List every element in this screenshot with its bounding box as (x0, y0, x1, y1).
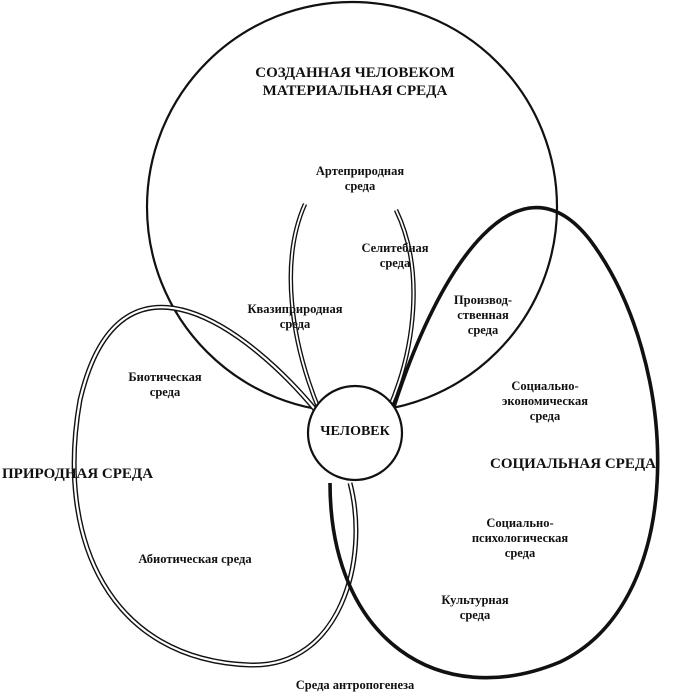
social-environment-boundary (328, 205, 660, 680)
cultural-environment-label: Культурная среда (420, 593, 530, 623)
material-label-line-1: СОЗДАННАЯ ЧЕЛОВЕКОМ (255, 65, 455, 81)
quasinatural-line-1: Квазиприродная (247, 302, 343, 316)
selitebnaya-line-2: среда (379, 256, 411, 270)
quasinatural-line-2: среда (279, 317, 311, 331)
socioeconomic-line-1: Социально- (511, 379, 579, 393)
abiotic-environment-label: Абиотическая среда (138, 552, 252, 566)
socioeconomic-line-3: среда (529, 409, 561, 423)
cultural-line-1: Культурная (441, 593, 509, 607)
production-line-1: Производ- (453, 293, 513, 307)
human-circle (306, 384, 404, 482)
production-environment-label: Производ- ственная среда (428, 293, 538, 338)
biotic-environment-label: Биотическая среда (105, 370, 225, 400)
sociopsychological-environment-label: Социально- психологическая среда (445, 516, 595, 561)
artenatural-environment-label: Артеприродная среда (290, 164, 430, 194)
biotic-line-2: среда (149, 385, 181, 399)
socioeconomic-line-2: экономическая (502, 394, 588, 408)
human-label: ЧЕЛОВЕК (320, 424, 390, 439)
biotic-line-1: Биотическая (128, 370, 202, 384)
selitebnaya-line-1: Селитебная (361, 241, 429, 255)
social-environment-label: СОЦИАЛЬНАЯ СРЕДА (490, 456, 656, 472)
production-line-2: ственная (457, 308, 509, 322)
anthropogenesis-environment-label: Среда антропогенеза (295, 678, 415, 692)
selitebnaya-environment-label: Селитебная среда (340, 241, 450, 271)
material-environment-label: СОЗДАННАЯ ЧЕЛОВЕКОМ МАТЕРИАЛЬНАЯ СРЕДА (220, 64, 490, 100)
sociopsychological-line-1: Социально- (486, 516, 554, 530)
cultural-line-2: среда (459, 608, 491, 622)
material-label-line-2: МАТЕРИАЛЬНАЯ СРЕДА (262, 83, 448, 99)
socioeconomic-environment-label: Социально- экономическая среда (470, 379, 620, 424)
artenatural-line-1: Артеприродная (315, 164, 405, 178)
artenatural-line-2: среда (344, 179, 376, 193)
sociopsychological-line-2: психологическая (471, 531, 569, 545)
sociopsychological-line-3: среда (504, 546, 536, 560)
production-line-3: среда (467, 323, 499, 337)
natural-environment-label: ПРИРОДНАЯ СРЕДА (2, 466, 154, 482)
quasinatural-environment-label: Квазиприродная среда (220, 302, 370, 332)
